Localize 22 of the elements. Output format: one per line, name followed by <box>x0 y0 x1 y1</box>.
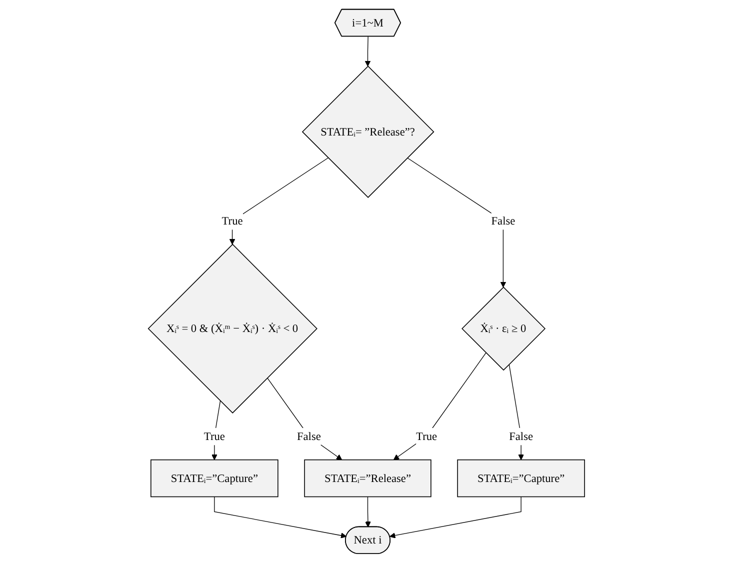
edge-label: True <box>204 430 225 443</box>
node-box: STATEᵢ=”Release” <box>304 459 432 498</box>
arrow <box>407 158 506 288</box>
arrow <box>212 400 221 460</box>
node-diamond: Ẋᵢˢ · εᵢ ≥ 0 <box>462 286 546 371</box>
edge-label: True <box>222 214 243 228</box>
arrow <box>267 378 342 460</box>
edge-label: False <box>509 430 534 443</box>
node-box: STATEᵢ=”Capture” <box>457 459 586 498</box>
arrow <box>365 496 371 528</box>
arrow <box>393 352 486 460</box>
arrow <box>390 496 522 538</box>
node-box: STATEᵢ=”Capture” <box>150 459 278 498</box>
arrow <box>364 36 371 66</box>
arrow <box>508 364 524 460</box>
node-diamond: Xᵢˢ = 0 & (Ẋᵢᵐ − Ẋᵢˢ) · Ẋᵢˢ < 0 <box>148 244 318 414</box>
edge-label: False <box>491 214 516 228</box>
edge-label: True <box>416 430 438 443</box>
arrow <box>214 496 347 538</box>
arrow <box>229 158 329 245</box>
edge-label: False <box>297 430 321 443</box>
node-diamond: STATEᵢ= ”Release”? <box>302 66 434 198</box>
